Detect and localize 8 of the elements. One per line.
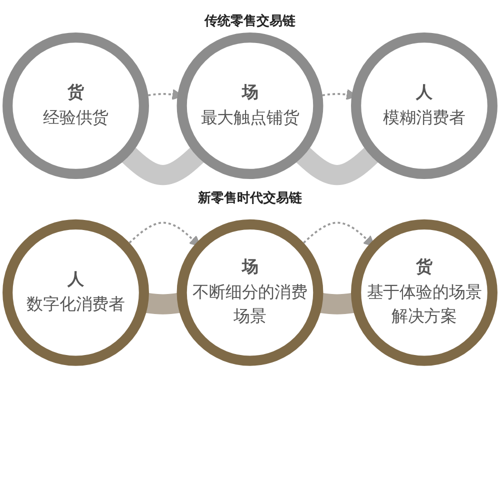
- node-circle: 人 模糊消费者: [351, 32, 498, 179]
- node-circle: 货 基于体验的场景解决方案: [351, 219, 498, 366]
- node-circle: 货 经验供货: [2, 32, 149, 179]
- node-circle: 人 数字化消费者: [2, 219, 149, 366]
- section-heading: 新零售时代交易链: [198, 190, 302, 207]
- node-circle: 场 最大触点铺货: [176, 32, 324, 179]
- node-circle: 场 不断细分的消费场景: [176, 219, 324, 366]
- section-heading: 传统零售交易链: [204, 14, 296, 30]
